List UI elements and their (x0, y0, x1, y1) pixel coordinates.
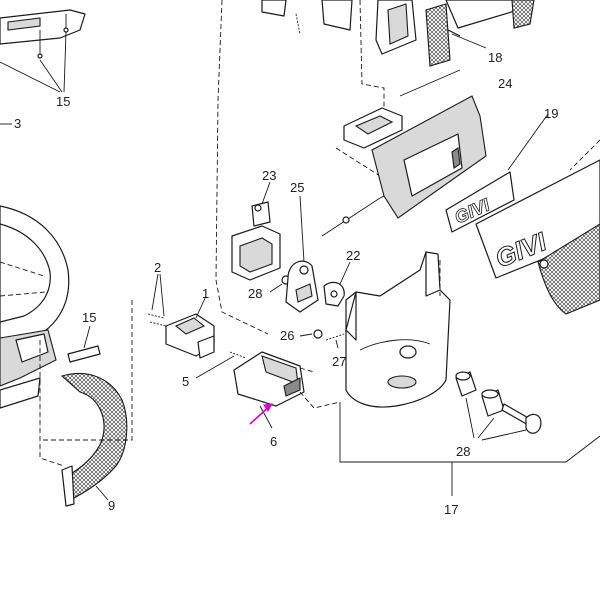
part-26-ball (313, 329, 323, 339)
leader-6 (259, 405, 273, 429)
right-givi-panel: GIVI (475, 159, 600, 315)
dash-upper (359, 0, 385, 110)
case-lid-top (0, 9, 86, 59)
part-28-lock-cylinder (455, 371, 505, 417)
upper-latch (343, 107, 403, 149)
bracket-17 (339, 402, 600, 463)
part-22-clip (323, 281, 345, 307)
dash-right (569, 139, 600, 171)
part-23-bracket (231, 201, 281, 281)
part-19-panel: GIVI (371, 95, 515, 233)
callout-19: 19 (544, 106, 558, 121)
part-rod (321, 197, 381, 237)
leader-5 (195, 355, 235, 379)
callout-18: 18 (488, 50, 502, 65)
callout-28b: 28 (456, 444, 470, 459)
part-15-strip (67, 345, 101, 363)
leader-18 (451, 33, 487, 49)
callout-15b: 15 (82, 310, 96, 325)
leader-23 (261, 181, 271, 205)
callout-17: 17 (444, 502, 458, 517)
leader-25 (299, 195, 305, 263)
leader-1 (195, 295, 207, 319)
part-17-lock-housing (345, 251, 451, 408)
dash-left-frame (40, 300, 133, 441)
leader-26 (299, 333, 313, 337)
part-2-springs (147, 273, 167, 327)
leader-9 (95, 485, 109, 501)
leader-15a (0, 31, 67, 93)
leader-15b (83, 325, 91, 349)
rod-24 (399, 69, 461, 97)
leader-22 (339, 261, 351, 285)
callout-26: 26 (280, 328, 294, 343)
callout-9: 9 (108, 498, 115, 513)
part-28-key (501, 403, 542, 434)
highlight-arrow (249, 403, 273, 425)
leader-28b (465, 397, 527, 441)
dash-6 (299, 367, 341, 409)
part-25-lever (285, 260, 319, 313)
callout-22: 22 (346, 248, 360, 263)
part-9-mesh-panel (60, 372, 128, 501)
callout-28a: 28 (248, 286, 262, 301)
case-body-left (0, 205, 70, 409)
callout-15a: 15 (56, 94, 70, 109)
callout-27: 27 (332, 354, 346, 369)
leader-19 (507, 113, 549, 171)
part-27-spring (325, 333, 345, 341)
part-5-spring (229, 351, 247, 359)
part-6-push-button (233, 351, 305, 407)
dash-center-frame (215, 0, 269, 335)
leader-27 (335, 339, 339, 349)
callout-1: 1 (202, 286, 209, 301)
callout-2: 2 (154, 260, 161, 275)
upper-hinge-parts (261, 0, 535, 67)
callout-6: 6 (270, 434, 277, 449)
callout-3: 3 (14, 116, 21, 131)
callout-5: 5 (182, 374, 189, 389)
callout-24: 24 (498, 76, 512, 91)
callout-23: 23 (262, 168, 276, 183)
callout-25: 25 (290, 180, 304, 195)
leader-28a (269, 283, 283, 293)
part-1-latch (165, 313, 215, 359)
